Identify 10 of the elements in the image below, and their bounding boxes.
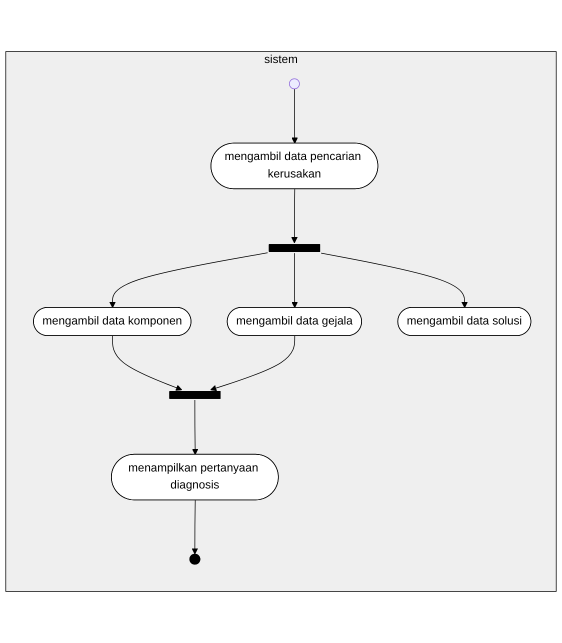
node-circle <box>288 78 300 90</box>
arrow <box>192 500 198 554</box>
arrow <box>192 400 198 455</box>
arrow <box>112 336 182 391</box>
arrow <box>109 252 268 308</box>
arrow <box>210 336 296 392</box>
arrow <box>292 88 298 144</box>
arrow <box>291 188 298 244</box>
arrow <box>292 252 298 308</box>
arrow <box>320 252 468 308</box>
